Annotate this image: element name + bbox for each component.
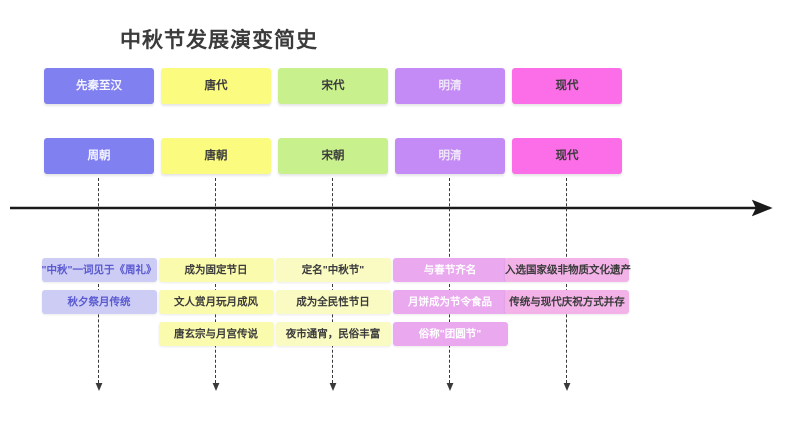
era-box-modern[interactable]: 现代: [512, 68, 622, 104]
item-box-modern-2[interactable]: 传统与现代庆祝方式并存: [505, 290, 629, 314]
dynasty-box-pre-qin-han[interactable]: 周朝: [44, 138, 154, 174]
era-box-tang[interactable]: 唐代: [161, 68, 271, 104]
connector-arrow-modern: [563, 383, 571, 391]
dynasty-box-ming-qing[interactable]: 明清: [395, 138, 505, 174]
era-box-song[interactable]: 宋代: [278, 68, 388, 104]
item-box-tang-1[interactable]: 成为固定节日: [158, 258, 274, 282]
item-box-ming-qing-3[interactable]: 俗称"团圆节": [392, 322, 508, 346]
item-box-ming-qing-1[interactable]: 与春节齐名: [392, 258, 508, 282]
item-box-song-1[interactable]: 定名"中秋节": [275, 258, 391, 282]
connector-arrow-ming-qing: [446, 383, 454, 391]
item-box-pre-qin-han-2[interactable]: 秋夕祭月传统: [41, 290, 157, 314]
item-box-song-2[interactable]: 成为全民性节日: [275, 290, 391, 314]
item-box-tang-3[interactable]: 唐玄宗与月宫传说: [158, 322, 274, 346]
era-box-ming-qing[interactable]: 明清: [395, 68, 505, 104]
dynasty-box-song[interactable]: 宋朝: [278, 138, 388, 174]
dynasty-box-modern[interactable]: 现代: [512, 138, 622, 174]
era-box-pre-qin-han[interactable]: 先秦至汉: [44, 68, 154, 104]
item-box-pre-qin-han-1[interactable]: "中秋"一词见于《周礼》: [41, 258, 157, 282]
page-title: 中秋节发展演变简史: [120, 29, 318, 52]
connector-arrow-song: [329, 383, 337, 391]
item-box-modern-1[interactable]: 入选国家级非物质文化遗产: [505, 258, 631, 282]
connector-arrow-tang: [212, 383, 220, 391]
dynasty-box-tang[interactable]: 唐朝: [161, 138, 271, 174]
connector-arrow-pre-qin-han: [95, 383, 103, 391]
item-box-song-3[interactable]: 夜市通宵，民俗丰富: [275, 322, 391, 346]
item-box-tang-2[interactable]: 文人赏月玩月成风: [158, 290, 274, 314]
item-box-ming-qing-2[interactable]: 月饼成为节令食品: [392, 290, 508, 314]
